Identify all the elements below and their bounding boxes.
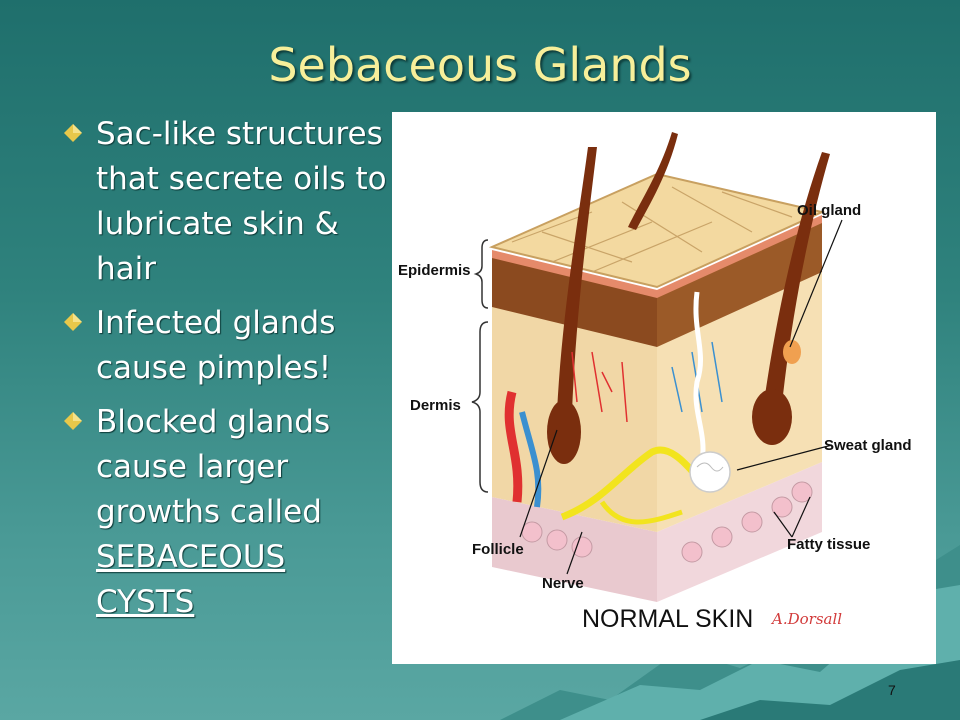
sweat-gland <box>689 451 731 493</box>
label-fatty-tissue: Fatty tissue <box>787 536 870 553</box>
underlined-term: SEBACEOUS CYSTS <box>96 539 286 620</box>
hair-shaft <box>764 152 830 404</box>
diamond-bullet-icon <box>64 412 82 430</box>
label-epidermis: Epidermis <box>398 262 471 279</box>
figure-caption: NORMAL SKIN <box>582 605 753 633</box>
diamond-bullet-icon <box>64 124 82 142</box>
epidermis-bracket <box>473 239 489 309</box>
diamond-bullet-icon <box>64 313 82 331</box>
label-nerve: Nerve <box>542 575 584 592</box>
skin-diagram: Epidermis Dermis Follicle Nerve Oil glan… <box>392 112 936 664</box>
oil-gland <box>783 340 801 364</box>
bullet-item: Sac-like structures that secrete oils to… <box>60 112 390 292</box>
label-follicle: Follicle <box>472 541 524 558</box>
skin-cross-section: Epidermis Dermis Follicle Nerve Oil glan… <box>398 132 912 633</box>
hair-bulb <box>547 400 581 464</box>
bullet-text: Sac-like structures that secrete oils to… <box>96 116 387 287</box>
vein <box>519 411 542 508</box>
hair-shaft <box>628 132 678 230</box>
label-oil-gland: Oil gland <box>797 202 861 219</box>
artery <box>504 390 523 503</box>
bullet-item: Blocked glands cause larger growths call… <box>60 400 390 625</box>
sweat-duct <box>693 291 706 463</box>
hair-bulb <box>752 389 792 445</box>
nerve-fiber <box>560 446 705 521</box>
artist-signature: A.Dorsall <box>770 610 842 628</box>
bullet-text: Blocked glands cause larger growths call… <box>96 404 331 530</box>
bullet-text: Infected glands cause pimples! <box>96 305 336 386</box>
label-dermis: Dermis <box>410 397 461 414</box>
bullet-list: Sac-like structures that secrete oils to… <box>60 112 390 634</box>
label-sweat-gland: Sweat gland <box>824 437 912 454</box>
bullet-item: Infected glands cause pimples! <box>60 301 390 391</box>
slide-title: Sebaceous Glands <box>268 38 692 92</box>
page-number: 7 <box>888 682 896 698</box>
dermis-bracket <box>471 321 489 493</box>
hair-shaft <box>557 147 597 412</box>
